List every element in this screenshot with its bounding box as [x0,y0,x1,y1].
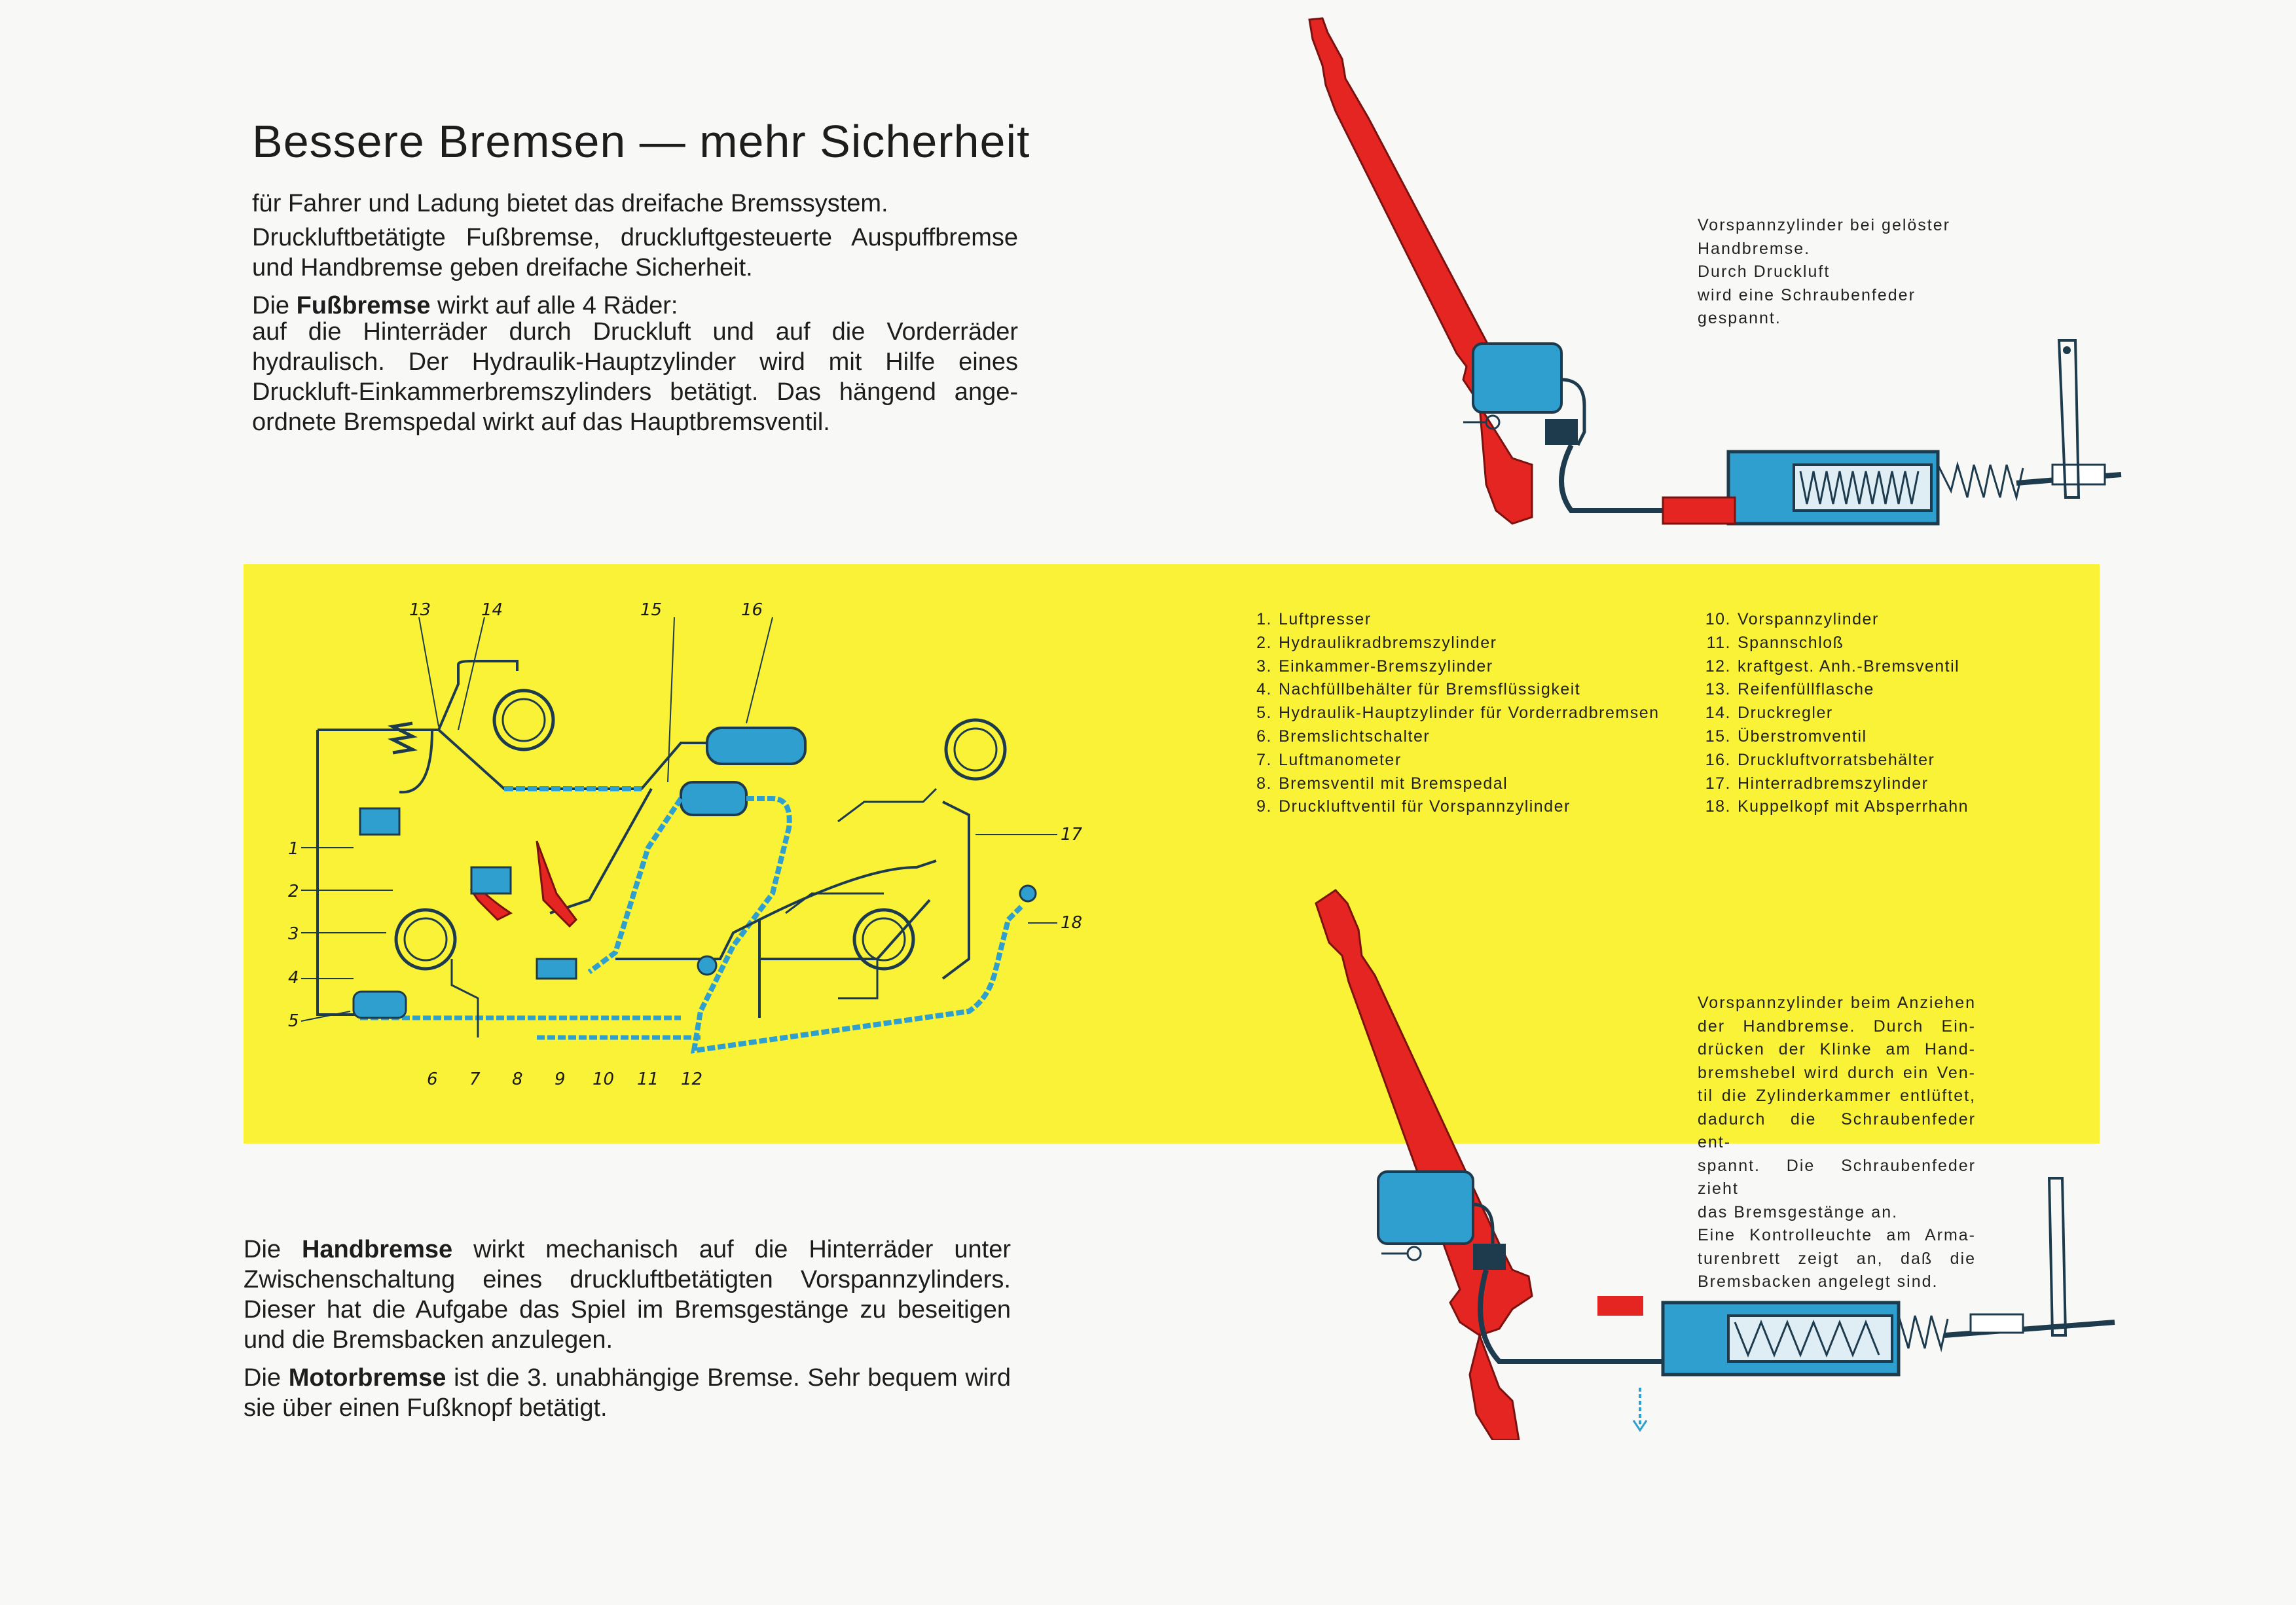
intro-line-1: für Fahrer und Ladung bietet das dreifac… [252,190,888,217]
diagram-number: 5 [288,1011,299,1031]
diagram-number: 8 [512,1070,523,1089]
caption-bottom-line: til die Zylinderkammer entlüftet, [1698,1087,1976,1105]
diagram-number: 3 [288,924,299,944]
handbrake-applied-illustration [1315,889,2115,1440]
diagram-number: 18 [1061,913,1082,933]
legend-item: 5.Hydraulik-Hauptzylinder für Vorderradb… [1256,704,1660,723]
intro-line-2: Druckluftbetätigte Fußbremse, druckluftg… [252,224,1018,281]
intro-text: für Fahrer und Ladung bietet das dreifac… [252,189,1018,445]
motorbremse-term: Motorbremse [288,1364,446,1392]
legend-item: 16.Druckluftvorratsbehälter [1705,750,1935,769]
caption-top-line: wird eine Schraubenfeder [1698,285,1916,304]
diagram-number: 6 [427,1070,438,1089]
caption-bottom-line: das Bremsgestänge an. [1698,1202,1899,1221]
caption-top-line: gespannt. [1698,309,1781,327]
diagram-number: 15 [640,600,662,620]
fussbremse-term: Fußbremse [296,292,431,319]
legend-item: 18.Kuppelkopf mit Absperrhahn [1705,797,1969,816]
caption-bottom-line: Eine Kontrolleuchte am Arma- [1698,1226,1976,1244]
brake-system-schematic: 1 2 3 4 5 6 7 8 9 10 11 12 13 14 15 16 1… [288,600,1083,1089]
legend-item: 12.kraftgest. Anh.-Bremsventil [1705,657,1960,676]
legend-item: 6.Bremslichtschalter [1256,727,1430,746]
bottom-text: Die Handbremse wirkt mechanisch auf die … [244,1235,1011,1431]
caption-bottom-line: der Handbremse. Durch Ein- [1698,1017,1976,1036]
diagram-number: 10 [592,1070,614,1089]
caption-bottom-line: drücken der Klinke am Hand- [1698,1040,1976,1058]
caption-bottom-line: spannt. Die Schraubenfeder zieht [1698,1156,1976,1199]
caption-bottom-line: turenbrett zeigt an, daß die [1698,1249,1976,1268]
legend-item: 1.Luftpresser [1256,610,1372,628]
diagram-number: 13 [409,600,431,620]
caption-bottom-line: dadurch die Schraubenfeder ent- [1698,1109,1976,1152]
brake-system-panel [244,564,2100,1144]
caption-top-line: Vorspannzylinder bei gelöster [1698,216,1950,234]
legend-item: 13.Reifenfüllflasche [1705,680,1874,699]
legend-item: 10.Vorspannzylinder [1705,610,1879,628]
diagram-number: 11 [637,1070,659,1089]
diagram-number: 17 [1061,825,1083,844]
handbrake-released-illustration [1308,17,2122,526]
caption-top-line: Durch Druckluft [1698,262,1831,281]
legend-item: 8.Bremsventil mit Bremspedal [1256,774,1508,793]
caption-bottom-line: Bremsbacken angelegt sind. [1698,1272,1939,1291]
diagram-number: 14 [481,600,503,620]
legend-list-left: 1.Luftpresser 2.Hydraulikradbremszylinde… [1247,608,1660,819]
legend-item: 3.Einkammer-Bremszylinder [1256,657,1493,676]
motorbremse-paragraph: Die Motorbremse ist die 3. unabhängige B… [244,1364,1011,1422]
legend-item: 17.Hinterradbremszylinder [1705,774,1929,793]
legend-item: 9.Druckluftventil für Vorspannzylinder [1256,797,1571,816]
handbremse-term: Handbremse [301,1236,453,1263]
handbremse-paragraph: Die Handbremse wirkt mechanisch auf die … [244,1236,1011,1354]
fussbremse-heading: Die Fußbremse wirkt auf alle 4 Räder: [252,292,678,319]
legend-item: 7.Luftmanometer [1256,750,1402,769]
caption-handbrake-released: Vorspannzylinder bei gelöster Handbremse… [1698,214,1973,331]
diagram-number: 12 [681,1070,702,1089]
caption-bottom-line: bremshebel wird durch ein Ven- [1698,1063,1976,1082]
caption-bottom-line: Vorspannzylinder beim Anziehen [1698,994,1976,1012]
legend-item: 2.Hydraulikradbremszylinder [1256,633,1497,652]
legend-item: 11.Spannschloß [1706,633,1844,652]
diagram-number: 1 [288,839,299,859]
legend-item: 4.Nachfüllbehälter für Bremsflüssigkeit [1256,680,1581,699]
legend-list-right: 10.Vorspannzylinder 11.Spannschloß 12.kr… [1698,608,1969,819]
caption-top-line: Handbremse. [1698,239,1811,258]
fussbremse-text: auf die Hinterräder durch Druckluft und … [252,318,1018,436]
caption-handbrake-applied: Vorspannzylinder beim Anziehen der Handb… [1698,992,1976,1294]
legend-item: 15.Überstromventil [1705,727,1867,746]
legend-item: 14.Druckregler [1705,704,1833,723]
diagram-number: 16 [741,600,763,620]
diagram-number: 2 [288,882,299,901]
diagram-number: 4 [288,968,299,988]
page-title: Bessere Bremsen — mehr Sicherheit [252,116,1030,167]
diagram-number: 7 [469,1070,481,1089]
diagram-number: 9 [555,1070,566,1089]
